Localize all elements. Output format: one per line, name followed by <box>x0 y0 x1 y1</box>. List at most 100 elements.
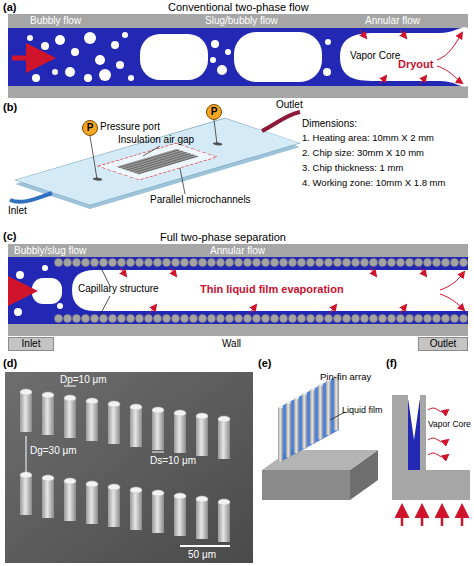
node-text: Outlet <box>430 339 457 349</box>
conventional-channel-part-part <box>27 35 33 41</box>
separation-channel-part <box>120 268 464 313</box>
dimension-item: 1. Heating area: 10mm X 2 mm <box>302 133 434 144</box>
flow-regime-label: Slug/bubbly flow <box>205 15 278 27</box>
conventional-channel-part-part <box>32 74 40 82</box>
sem-image-part <box>152 407 164 450</box>
conventional-channel-part-part <box>41 42 49 50</box>
part-label: Parallel microchannels <box>150 194 251 206</box>
chip-illustration-part-part <box>90 136 97 179</box>
conventional-channel-part-part <box>420 76 426 84</box>
conventional-channel-part-part <box>52 69 58 75</box>
film-cross-section-part <box>408 398 420 440</box>
separation-channel-part-part <box>420 268 426 276</box>
conventional-channel-part-part <box>437 66 462 83</box>
dimension-label: Ds=10 μm <box>150 455 196 467</box>
conventional-channel-part-part <box>437 33 462 60</box>
chip-illustration-part-part-part <box>130 154 190 172</box>
chip-illustration-part-part <box>214 120 217 144</box>
separation-channel-part-part <box>370 268 376 276</box>
separation-channel-part <box>14 265 468 316</box>
conventional-channel <box>8 14 468 98</box>
port-label: Inlet <box>8 205 27 217</box>
film-cross-section-part <box>402 508 462 526</box>
separation-channel-part-part <box>440 272 464 290</box>
sem-image-part <box>5 372 253 563</box>
scale-bar-label: 50 μm <box>188 549 216 561</box>
flow-regime-label: Bubbly/slug flow <box>14 245 86 257</box>
chip-illustration-part <box>262 112 300 131</box>
sem-image-part-part <box>26 436 27 474</box>
dimension-item: 2. Chip size: 30mm X 10 mm <box>302 148 424 159</box>
conventional-channel-part-part <box>325 39 331 45</box>
conventional-channel-part-part <box>122 32 128 38</box>
sem-image-part <box>130 404 142 447</box>
sem-image-part <box>42 392 54 435</box>
pin-fin-3d-part <box>278 406 283 462</box>
sem-image-part <box>42 475 54 518</box>
flow-regime-label: Annular flow <box>365 15 420 27</box>
separation-channel-part-part <box>150 305 156 313</box>
part-label: Pin-fin array <box>320 372 371 383</box>
conventional-channel-part-part <box>84 32 96 44</box>
pressure-gauge: P <box>82 120 98 136</box>
separation-channel-part-part <box>14 308 22 316</box>
separation-channel-part-part <box>400 305 406 313</box>
separation-channel-part <box>10 289 28 294</box>
chip-illustration-part-part <box>116 149 199 174</box>
conventional-channel-part-part <box>95 55 105 65</box>
dimensions-heading: Dimensions: <box>302 118 357 130</box>
region-label: Dryout <box>398 58 433 71</box>
sem-image-part-part <box>152 452 164 453</box>
sem-image-part-part <box>180 545 230 547</box>
separation-channel-part-part <box>42 265 48 271</box>
pin-fin-3d <box>262 374 378 500</box>
separation-channel-part-part <box>440 294 464 310</box>
pin-fin-3d-part <box>286 401 291 457</box>
dimension-item: 4. Working zone: 10mm X 1.8 mm <box>302 178 445 189</box>
conventional-channel-part <box>8 28 468 86</box>
separation-channel-part-part <box>32 278 62 304</box>
pin-fin-3d-part <box>310 388 315 444</box>
panel-heading: Full two-phase separation <box>160 231 286 244</box>
sem-image-part <box>218 416 230 459</box>
panel-letter: (e) <box>258 357 271 370</box>
chip-illustration-part-part <box>15 118 300 205</box>
node-text: P <box>211 107 218 117</box>
pin-fin-3d-part <box>294 397 299 453</box>
sem-image-part <box>64 478 76 521</box>
conventional-channel-part-part <box>340 27 468 86</box>
pressure-gauge: P <box>206 104 222 120</box>
dimension-label: Dg=30 μm <box>30 445 77 457</box>
conventional-channel-part-part <box>360 30 366 38</box>
outlet-box: Outlet <box>418 337 468 351</box>
part-label: Wall <box>222 338 241 350</box>
node-text: Inlet <box>22 339 41 349</box>
flow-regime-label: Bubbly flow <box>30 15 81 27</box>
sem-image-part <box>152 490 164 533</box>
sem-image-part <box>26 386 230 546</box>
film-cross-section-part-part <box>461 508 464 526</box>
conventional-channel-part-part <box>128 75 134 81</box>
sem-image-part <box>108 484 120 527</box>
pin-fin-3d-part <box>318 383 323 439</box>
conventional-channel-part-part <box>99 69 111 81</box>
separation-channel-part-part <box>330 305 336 313</box>
pin-fin-3d-part <box>334 374 339 430</box>
sem-image-part <box>218 499 230 542</box>
pin-fin-3d-part <box>262 470 350 500</box>
conventional-channel-part-part <box>55 35 65 45</box>
separation-channel-part-part <box>72 270 468 311</box>
chip-illustration-part-part <box>211 142 225 146</box>
chip-illustration-part-part-part <box>134 155 194 173</box>
sem-image-part <box>174 493 186 536</box>
film-cross-section-part-part <box>428 453 448 457</box>
inlet-box: Inlet <box>8 337 54 351</box>
node-text: P <box>87 123 94 133</box>
film-cross-section-part-part <box>428 408 448 412</box>
chip-illustration-part-part <box>91 177 105 181</box>
sem-image-part <box>20 472 32 515</box>
sem-image-part <box>86 398 98 441</box>
conventional-channel-part-part <box>71 48 79 56</box>
sem-image-part <box>108 401 120 444</box>
chip-illustration-part-part <box>98 143 217 180</box>
